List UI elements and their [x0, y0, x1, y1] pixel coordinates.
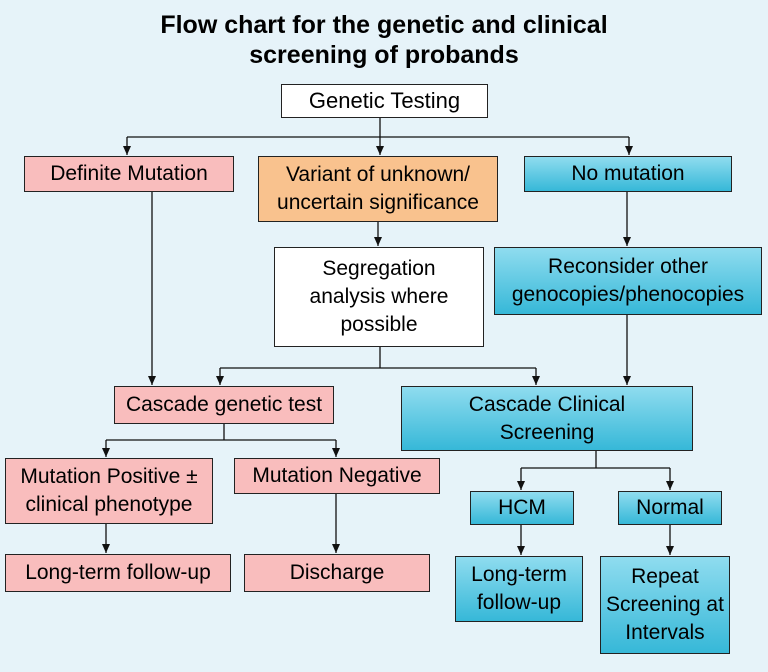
node-variant-uncertain: Variant of unknown/ uncertain significan…	[258, 156, 498, 222]
node-reconsider: Reconsider other genocopies/phenocopies	[494, 247, 762, 315]
node-repeat-screening: Repeat Screening at Intervals	[600, 556, 730, 654]
node-long-term-line2: follow-up	[476, 591, 562, 614]
node-discharge: Discharge	[244, 554, 430, 592]
node-cascade-genetic-test: Cascade genetic test	[114, 386, 334, 424]
node-mutation-positive-line1: Mutation Positive ±	[20, 465, 198, 488]
node-mutation-positive: Mutation Positive ± clinical phenotype	[5, 458, 213, 524]
node-cascade-clinical-line2: Screening	[499, 420, 595, 444]
node-mutation-negative: Mutation Negative	[234, 458, 440, 494]
node-segregation-line2: analysis where	[309, 285, 449, 308]
chart-title-line1: Flow chart for the genetic and clinical	[160, 11, 608, 39]
node-cascade-clinical-screening: Cascade Clinical Screening	[401, 386, 693, 451]
node-segregation-line3: possible	[340, 313, 418, 336]
node-repeat-line3: Intervals	[625, 621, 705, 644]
node-reconsider-line1: Reconsider other	[548, 255, 708, 278]
node-normal: Normal	[618, 491, 722, 525]
node-variant-line2: uncertain significance	[277, 191, 479, 214]
node-variant-line1: Variant of unknown/	[285, 163, 471, 186]
node-segregation-analysis: Segregation analysis where possible	[274, 247, 484, 347]
chart-title: Flow chart for the genetic and clinical …	[0, 10, 768, 70]
node-definite-mutation: Definite Mutation	[24, 156, 234, 192]
node-long-term-followup-left: Long-term follow-up	[5, 554, 231, 592]
node-hcm: HCM	[470, 491, 574, 525]
node-repeat-line1: Repeat	[631, 565, 699, 588]
chart-title-line2: screening of probands	[249, 41, 519, 69]
node-segregation-line1: Segregation	[322, 257, 436, 280]
node-reconsider-line2: genocopies/phenocopies	[511, 283, 745, 306]
node-long-term-followup-right: Long-term follow-up	[455, 556, 583, 622]
node-genetic-testing: Genetic Testing	[281, 84, 488, 118]
node-repeat-line2: Screening at	[606, 593, 724, 616]
node-long-term-line1: Long-term	[471, 563, 567, 586]
node-no-mutation: No mutation	[524, 156, 732, 192]
node-cascade-clinical-line1: Cascade Clinical	[468, 392, 626, 416]
node-mutation-positive-line2: clinical phenotype	[25, 493, 193, 516]
